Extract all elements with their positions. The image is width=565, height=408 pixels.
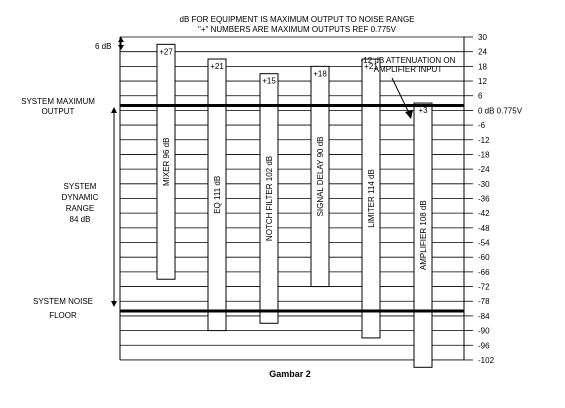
scale-tick-label: -60 <box>478 253 490 262</box>
six-db-arrowhead-top <box>118 37 124 42</box>
dynamic-range-label-2: DYNAMIC <box>62 193 99 202</box>
scale-tick-label: -6 <box>478 121 486 130</box>
scale-tick-label: 6 <box>478 92 483 101</box>
scale-tick-label: -12 <box>478 136 490 145</box>
grid-lines <box>120 36 464 361</box>
system-max-label-1: SYSTEM MAXIMUM <box>21 97 95 106</box>
dynamic-range-label-4: 84 dB <box>70 215 91 224</box>
scale-tick-label: -90 <box>478 327 490 336</box>
equipment-bar <box>413 102 433 368</box>
noise-floor-label-2: FLOOR <box>49 311 77 320</box>
scale-tick-label: -42 <box>478 209 490 218</box>
scale-tick-label: -24 <box>478 165 490 174</box>
header-line-2: "+" NUMBERS ARE MAXIMUM OUTPUTS REF 0.77… <box>198 25 397 34</box>
equipment-max-label: +27 <box>159 47 173 56</box>
scale-tick-label: -54 <box>478 239 490 248</box>
dynamic-range-label-3: RANGE <box>66 204 94 213</box>
scale-tick-label: -72 <box>478 283 490 292</box>
six-db-arrowhead-bottom <box>118 45 124 50</box>
equipment-name-label: EQ 111 dB <box>213 176 222 214</box>
dynamic-range-arrowhead-bottom <box>111 301 117 307</box>
scale-tick-label: -84 <box>478 312 490 321</box>
equipment-bar <box>310 65 330 288</box>
scale-tick-label: -102 <box>478 356 495 365</box>
scale-tick-label: 12 <box>478 77 487 86</box>
system-max-label-2: OUTPUT <box>42 107 75 116</box>
equipment-max-label: +3 <box>418 106 428 115</box>
db-scale: 30 24 18 12 6 0 dB 0.775V -6 -12 -18 -24 -30 -36 -42… <box>464 33 523 365</box>
equipment-name-label: LIMITER 114 dB <box>367 169 376 228</box>
equipment-bar <box>361 58 381 339</box>
scale-tick-label: -36 <box>478 194 490 203</box>
scale-tick-label: -66 <box>478 268 490 277</box>
attenuation-label-1: -12 dB ATTENUATION ON <box>361 56 456 65</box>
scale-tick-label: -18 <box>478 150 490 159</box>
scale-tick-label: -96 <box>478 341 490 350</box>
equipment-max-label: +15 <box>262 77 276 86</box>
equipment-max-label: +21 <box>364 62 378 71</box>
noise-floor-label-1: SYSTEM NOISE <box>33 297 93 306</box>
scale-tick-label: 24 <box>478 48 487 57</box>
scale-tick-label: 30 <box>478 33 487 42</box>
equipment-max-label: +18 <box>313 69 327 78</box>
scale-tick-label: 0 dB 0.775V <box>478 106 523 115</box>
equipment-max-label: +21 <box>210 62 224 71</box>
equipment-name-label: MIXER 96 dB <box>162 138 171 186</box>
equipment-bar <box>259 73 279 324</box>
equipment-bar <box>207 58 227 332</box>
equipment-name-label: SIGNAL DELAY 90 dB <box>316 137 325 217</box>
equipment-bar-group: +21 EQ 111 dB <box>207 58 227 332</box>
attenuation-arrowhead <box>405 110 413 119</box>
six-db-label: 6 dB <box>95 42 111 51</box>
attenuation-arrow <box>391 77 410 114</box>
scale-tick-label: -48 <box>478 224 490 233</box>
equipment-bar <box>156 43 176 280</box>
dynamic-range-arrowhead-top <box>111 107 117 113</box>
dynamic-range-label-1: SYSTEM <box>64 182 97 191</box>
figure-caption: Gambar 2 <box>269 369 311 379</box>
equipment-name-label: NOTCH FILTER 102 dB <box>265 156 274 241</box>
scale-tick-label: -78 <box>478 297 490 306</box>
scale-tick-label: -30 <box>478 180 490 189</box>
equipment-name-label: AMPLIFIER 108 dB <box>419 200 428 270</box>
attenuation-label-2: AMPLIFIER INPUT <box>374 65 443 74</box>
scale-tick-label: 18 <box>478 62 487 71</box>
header-line-1: dB FOR EQUIPMENT IS MAXIMUM OUTPUT TO NO… <box>180 15 415 24</box>
